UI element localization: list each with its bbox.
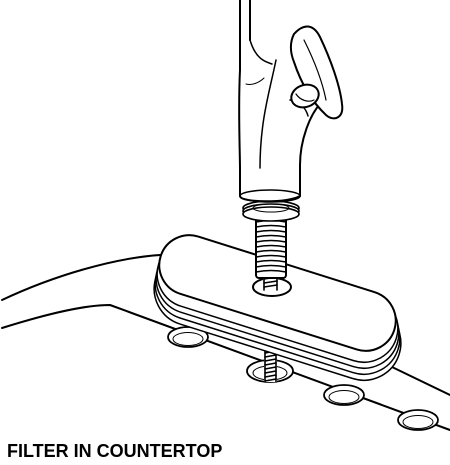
countertop-hole-4 — [397, 409, 439, 431]
mounting-holes — [167, 326, 439, 431]
threaded-shank — [242, 200, 300, 279]
countertop — [1, 254, 450, 431]
countertop-hole-3 — [323, 384, 365, 406]
lock-washer — [242, 200, 300, 222]
diagram-caption: FILTER IN COUNTERTOP — [7, 441, 223, 461]
handle — [290, 25, 344, 120]
